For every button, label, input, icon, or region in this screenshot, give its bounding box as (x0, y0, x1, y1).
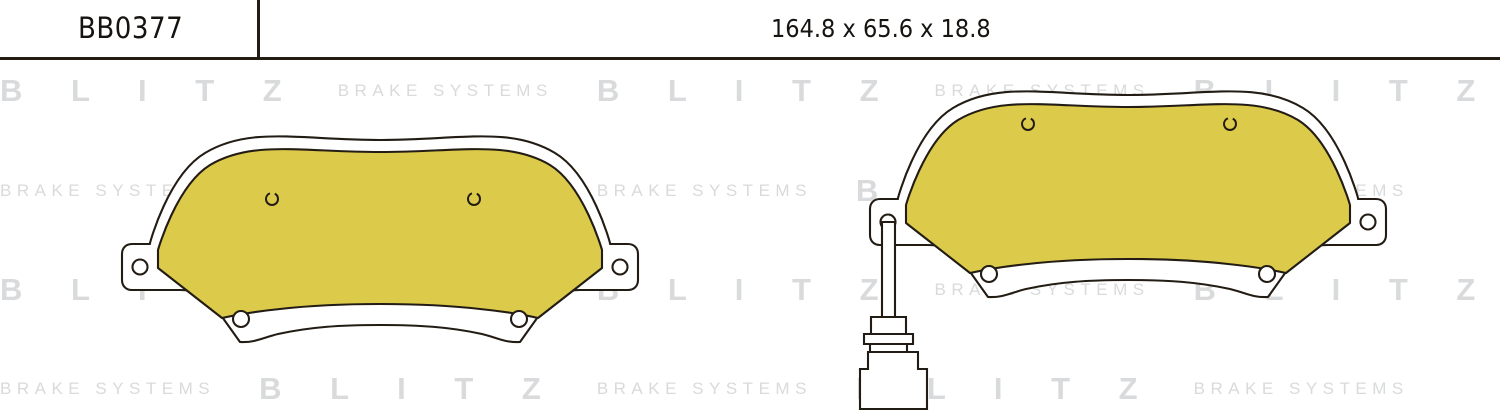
watermark-tagline: BRAKE SYSTEMS (0, 379, 216, 398)
watermark-brand: B L I T Z (259, 371, 561, 406)
mounting-hole-right-ear (1359, 213, 1377, 231)
header-bar: BB0377 164.8 x 65.6 x 18.8 (0, 0, 1500, 60)
watermark-brand: B L I T Z (855, 173, 1158, 208)
watermark-brand: B L I T Z (596, 73, 899, 108)
watermark-brand: B L I T Z (855, 371, 1158, 406)
wear-sensor-flange (862, 332, 915, 346)
wear-sensor-plug-body (858, 350, 929, 411)
watermark-tagline: BRAKE SYSTEMS (596, 379, 812, 398)
watermark-tagline: BRAKE SYSTEMS (0, 181, 216, 200)
watermark-tagline: BRAKE SYSTEMS (934, 81, 1150, 100)
watermark-brand: B L I T Z (259, 173, 561, 208)
backing-plate-outline-left (120, 135, 640, 344)
watermark-brand: B L I T Z (0, 272, 302, 307)
watermark-brand: B L I T Z (1193, 272, 1496, 307)
friction-pin-hole-left (1021, 117, 1035, 131)
watermark-row: BRAKE SYSTEMS B L I T Z BRAKE SYSTEMS B L I… (0, 173, 1500, 208)
brake-pad-left (120, 135, 640, 344)
watermark-row: B L I T Z BRAKE SYSTEMS B L I T Z BRAKE SYS… (0, 272, 1500, 307)
watermark-row: B L I T Z BRAKE SYSTEMS B L I T Z BRAKE SYS… (0, 73, 1500, 108)
wear-sensor-collar (869, 315, 908, 336)
watermark-brand: B L I T Z (1193, 73, 1496, 108)
watermark-tagline: BRAKE SYSTEMS (337, 280, 553, 299)
watermark-tagline: BRAKE SYSTEMS (934, 280, 1150, 299)
backing-plate-outline-right (868, 90, 1388, 299)
watermark-tagline: BRAKE SYSTEMS (596, 181, 812, 200)
watermark-tagline: BRAKE SYSTEMS (1193, 181, 1409, 200)
friction-pin-hole-left (265, 192, 279, 206)
watermark-brand: B L I T Z (0, 73, 302, 108)
wear-sensor-connector (858, 220, 929, 411)
mounting-hole-left-ear (879, 213, 897, 231)
backing-plate-hole-right (509, 309, 529, 329)
dimensions-label: 164.8 x 65.6 x 18.8 (771, 14, 991, 43)
wear-sensor-wire (880, 220, 897, 319)
part-number-label: BB0377 (78, 11, 184, 45)
backing-plate-hole-left (979, 264, 999, 284)
watermark-tagline: BRAKE SYSTEMS (337, 81, 553, 100)
brake-pad-right (858, 90, 1388, 411)
backing-plate-hole-left (231, 309, 251, 329)
header-divider (257, 0, 260, 60)
watermark-tagline: BRAKE SYSTEMS (1193, 379, 1409, 398)
friction-pin-hole-right (467, 192, 481, 206)
backing-plate-hole-right (1257, 264, 1277, 284)
mounting-hole-left-ear (131, 258, 149, 276)
friction-material-right (904, 103, 1352, 275)
mounting-hole-right-ear (611, 258, 629, 276)
friction-pin-hole-right (1223, 117, 1237, 131)
friction-material-left (156, 148, 604, 320)
watermark-brand: B L I T Z (596, 272, 899, 307)
wear-sensor-neck (868, 342, 909, 354)
watermark-row: BRAKE SYSTEMS B L I T Z BRAKE SYSTEMS B L I… (0, 371, 1500, 406)
header-rule (0, 57, 1500, 60)
